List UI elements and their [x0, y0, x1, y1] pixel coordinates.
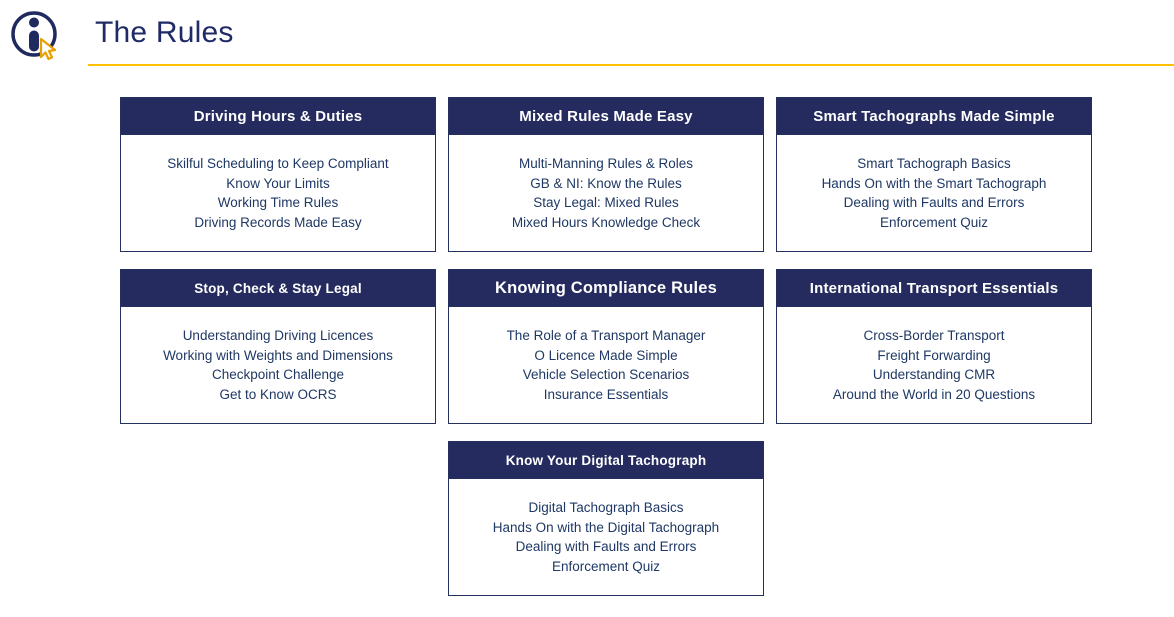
card-body: Smart Tachograph Basics Hands On with th… [777, 135, 1091, 251]
info-person-cursor-icon [8, 8, 62, 62]
course-item[interactable]: Cross-Border Transport [863, 328, 1005, 343]
course-item[interactable]: Vehicle Selection Scenarios [522, 367, 690, 382]
course-item[interactable]: Hands On with the Digital Tachograph [492, 519, 720, 535]
card-header: Driving Hours & Duties [121, 98, 435, 135]
course-item[interactable]: Checkpoint Challenge [211, 367, 345, 382]
card-title: Mixed Rules Made Easy [519, 107, 693, 125]
course-item[interactable]: The Role of a Transport Manager [506, 328, 706, 343]
course-item[interactable]: Hands On with the Smart Tachograph [821, 175, 1047, 191]
page-title: The Rules [95, 16, 234, 49]
card-header: International Transport Essentials [777, 270, 1091, 307]
course-item[interactable]: Multi-Manning Rules & Roles [518, 156, 694, 171]
card-body: The Role of a Transport Manager O Licenc… [449, 307, 763, 423]
course-card-mixed-rules: Mixed Rules Made Easy Multi-Manning Rule… [448, 97, 764, 252]
course-item[interactable]: Driving Records Made Easy [194, 214, 362, 230]
course-grid: Driving Hours & Duties Skilful Schedulin… [120, 97, 1092, 596]
course-item[interactable]: Digital Tachograph Basics [528, 500, 684, 515]
course-card-smart-tachographs: Smart Tachographs Made Simple Smart Tach… [776, 97, 1092, 252]
course-item[interactable]: Understanding Driving Licences [182, 328, 374, 343]
course-item[interactable]: Dealing with Faults and Errors [843, 195, 1025, 210]
course-item[interactable]: Freight Forwarding [877, 347, 991, 363]
card-title: Knowing Compliance Rules [494, 278, 718, 297]
card-header: Know Your Digital Tachograph [449, 442, 763, 479]
course-item[interactable]: Working Time Rules [217, 195, 339, 210]
card-body: Multi-Manning Rules & Roles GB & NI: Kno… [449, 135, 763, 251]
course-item[interactable]: Skilful Scheduling to Keep Compliant [167, 156, 389, 171]
course-item[interactable]: Dealing with Faults and Errors [515, 539, 697, 554]
course-card-digital-tachograph: Know Your Digital Tachograph Digital Tac… [448, 441, 764, 596]
card-body: Skilful Scheduling to Keep Compliant Kno… [121, 135, 435, 251]
card-body: Understanding Driving Licences Working w… [121, 307, 435, 423]
course-item[interactable]: Know Your Limits [226, 175, 330, 191]
card-title: Know Your Digital Tachograph [505, 452, 707, 468]
card-header: Stop, Check & Stay Legal [121, 270, 435, 307]
course-item[interactable]: Insurance Essentials [543, 386, 669, 402]
course-card-knowing-compliance: Knowing Compliance Rules The Role of a T… [448, 269, 764, 424]
card-title: Stop, Check & Stay Legal [194, 280, 362, 296]
course-item[interactable]: Around the World in 20 Questions [832, 386, 1036, 402]
card-header: Knowing Compliance Rules [449, 270, 763, 307]
course-card-stop-check: Stop, Check & Stay Legal Understanding D… [120, 269, 436, 424]
course-item[interactable]: Mixed Hours Knowledge Check [511, 214, 701, 230]
course-item[interactable]: Working with Weights and Dimensions [163, 347, 393, 363]
card-header: Mixed Rules Made Easy [449, 98, 763, 135]
course-item[interactable]: Stay Legal: Mixed Rules [533, 195, 679, 210]
course-item[interactable]: O Licence Made Simple [534, 347, 678, 363]
course-item[interactable]: Get to Know OCRS [219, 386, 337, 402]
card-body: Digital Tachograph Basics Hands On with … [449, 479, 763, 595]
card-title: Driving Hours & Duties [193, 107, 363, 125]
card-title: International Transport Essentials [809, 279, 1059, 297]
course-item[interactable]: Enforcement Quiz [879, 214, 989, 230]
card-title: Smart Tachographs Made Simple [813, 107, 1055, 125]
card-body: Cross-Border Transport Freight Forwardin… [777, 307, 1091, 423]
course-item[interactable]: Understanding CMR [872, 367, 996, 382]
card-header: Smart Tachographs Made Simple [777, 98, 1091, 135]
course-item[interactable]: GB & NI: Know the Rules [530, 175, 682, 191]
course-card-international-transport: International Transport Essentials Cross… [776, 269, 1092, 424]
title-underline [88, 64, 1174, 66]
course-item[interactable]: Enforcement Quiz [551, 558, 661, 574]
course-card-driving-hours: Driving Hours & Duties Skilful Schedulin… [120, 97, 436, 252]
course-item[interactable]: Smart Tachograph Basics [857, 156, 1011, 171]
